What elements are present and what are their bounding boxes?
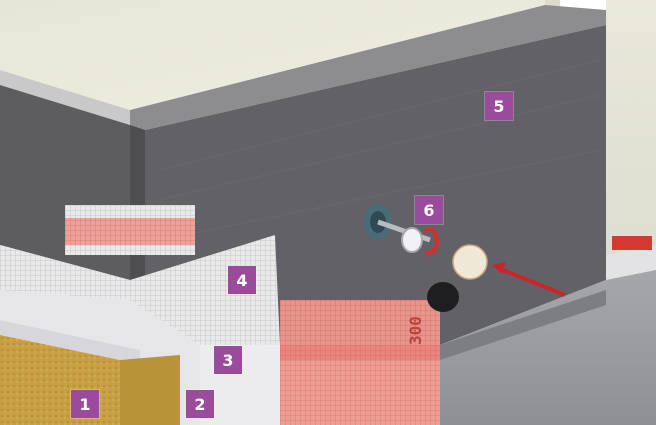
label-6: 6 [415,196,443,224]
label-1: 1 [71,390,99,418]
mesh-strip-band [280,345,440,360]
label-3: 3 [214,346,242,374]
mineral-wool-side [120,355,180,425]
corner-mesh-red [65,218,195,245]
label-5: 5 [485,92,513,120]
right-trim-red [612,236,652,250]
label-4: 4 [228,266,256,294]
mesh-print-text: 300 [406,316,425,345]
label-2: 2 [186,390,214,418]
